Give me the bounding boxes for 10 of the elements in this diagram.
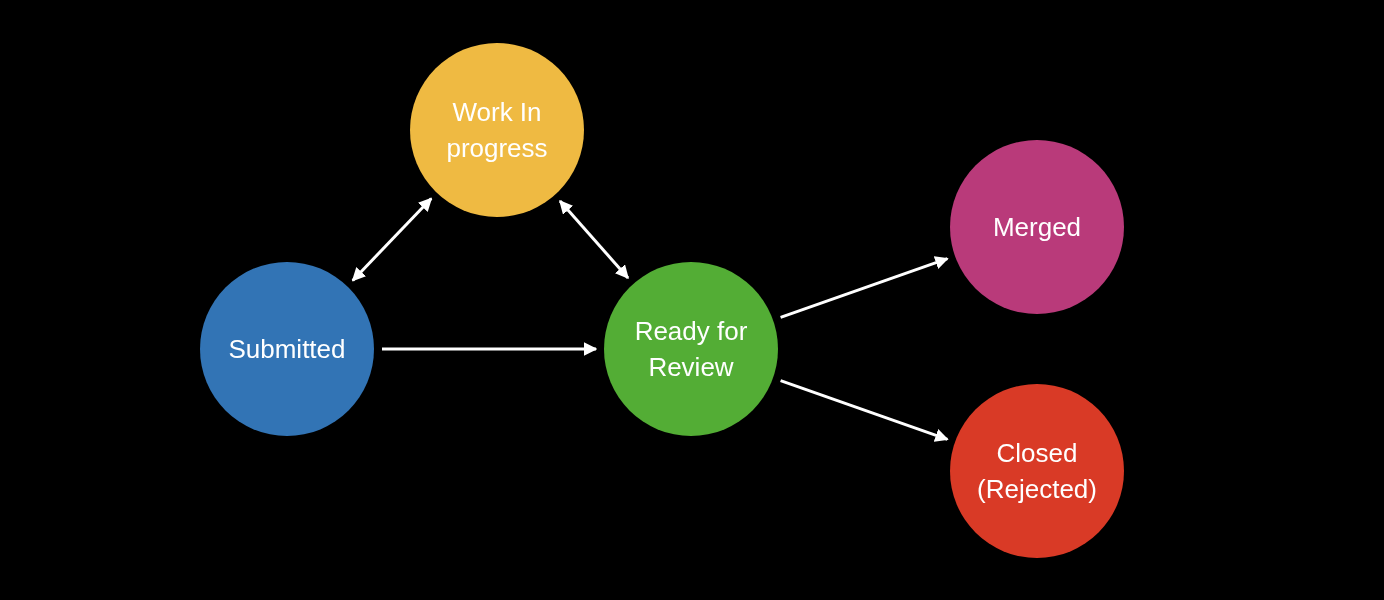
arrow (780, 379, 949, 442)
arrow (351, 197, 433, 282)
state-label: Work In progress (445, 95, 549, 165)
arrow (780, 256, 949, 319)
arrow (382, 342, 598, 356)
arrow (558, 200, 630, 279)
state-label: Submitted (227, 332, 347, 366)
state-label: Merged (991, 210, 1083, 244)
state-label: Ready for Review (633, 314, 749, 384)
state-label: Closed (Rejected) (976, 436, 1098, 506)
